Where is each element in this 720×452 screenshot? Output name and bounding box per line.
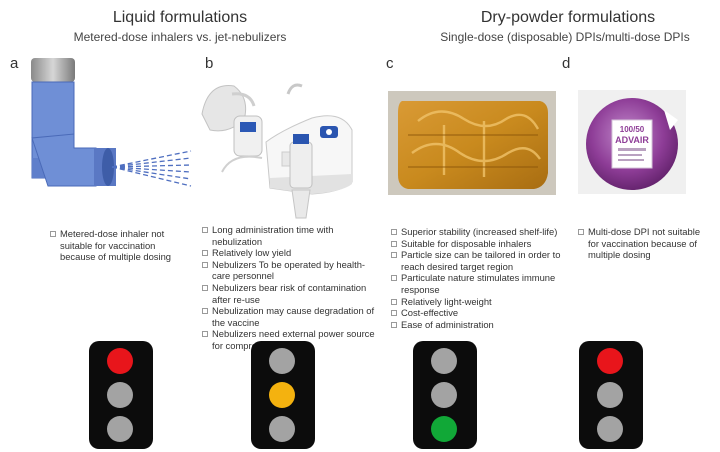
list-item: Cost-effective [391, 307, 567, 319]
list-item: Long administration time with nebulizati… [202, 224, 382, 247]
traffic-lamp-middle [107, 382, 133, 408]
traffic-lamp-top [431, 348, 457, 374]
traffic-light-c [413, 341, 477, 449]
multi-dose-dpi-icon: 100/50 ADVAIR [578, 90, 686, 194]
advair-brand-label: ADVAIR [615, 135, 649, 145]
traffic-light-a [89, 341, 153, 449]
list-item: Superior stability (increased shelf-life… [391, 226, 567, 238]
panel-letter-d: d [562, 55, 571, 72]
traffic-light-b [251, 341, 315, 449]
traffic-lamp-bottom [431, 416, 457, 442]
list-item: Multi-dose DPI not suitable for vaccinat… [578, 226, 712, 261]
traffic-lamp-middle [269, 382, 295, 408]
panel-letter-b: b [205, 55, 214, 72]
jet-nebulizer-icon [201, 83, 353, 219]
list-item: Suitable for disposable inhalers [391, 238, 567, 250]
panel-a-bullets: Metered-dose inhaler not suitable for va… [50, 228, 178, 263]
panel-letter-c: c [386, 55, 394, 72]
panel-d-bullets: Multi-dose DPI not suitable for vaccinat… [578, 226, 712, 261]
list-item: Nebulizers To be operated by health-care… [202, 259, 382, 282]
metered-dose-inhaler-icon [31, 58, 192, 187]
traffic-lamp-middle [597, 382, 623, 408]
list-item: Particle size can be tailored in order t… [391, 249, 567, 272]
panel-c-bullets: Superior stability (increased shelf-life… [391, 226, 567, 330]
list-item: Metered-dose inhaler not suitable for va… [50, 228, 178, 263]
traffic-lamp-top [597, 348, 623, 374]
list-item: Particulate nature stimulates immune res… [391, 272, 567, 295]
list-item: Nebulizers bear risk of contamination af… [202, 282, 382, 305]
traffic-lamp-top [269, 348, 295, 374]
list-item: Relatively light-weight [391, 296, 567, 308]
traffic-light-d [579, 341, 643, 449]
traffic-lamp-bottom [269, 416, 295, 442]
list-item: Nebulization may cause degradation of th… [202, 305, 382, 328]
list-item: Ease of administration [391, 319, 567, 331]
traffic-lamp-bottom [107, 416, 133, 442]
panel-b-bullets: Long administration time with nebulizati… [202, 224, 382, 352]
right-section-title: Dry-powder formulations [480, 9, 656, 26]
panel-letter-a: a [10, 55, 19, 72]
list-item: Relatively low yield [202, 247, 382, 259]
list-item: Nebulizers need external power source fo… [202, 328, 382, 351]
advair-dose-label: 100/50 [620, 125, 645, 134]
left-section-subtitle: Metered-dose inhalers vs. jet-nebulizers [73, 30, 287, 44]
right-section-subtitle: Single-dose (disposable) DPIs/multi-dose… [440, 30, 690, 44]
disposable-dpi-icon [388, 91, 556, 195]
left-section-title: Liquid formulations [112, 9, 248, 26]
traffic-lamp-top [107, 348, 133, 374]
traffic-lamp-middle [431, 382, 457, 408]
traffic-lamp-bottom [597, 416, 623, 442]
